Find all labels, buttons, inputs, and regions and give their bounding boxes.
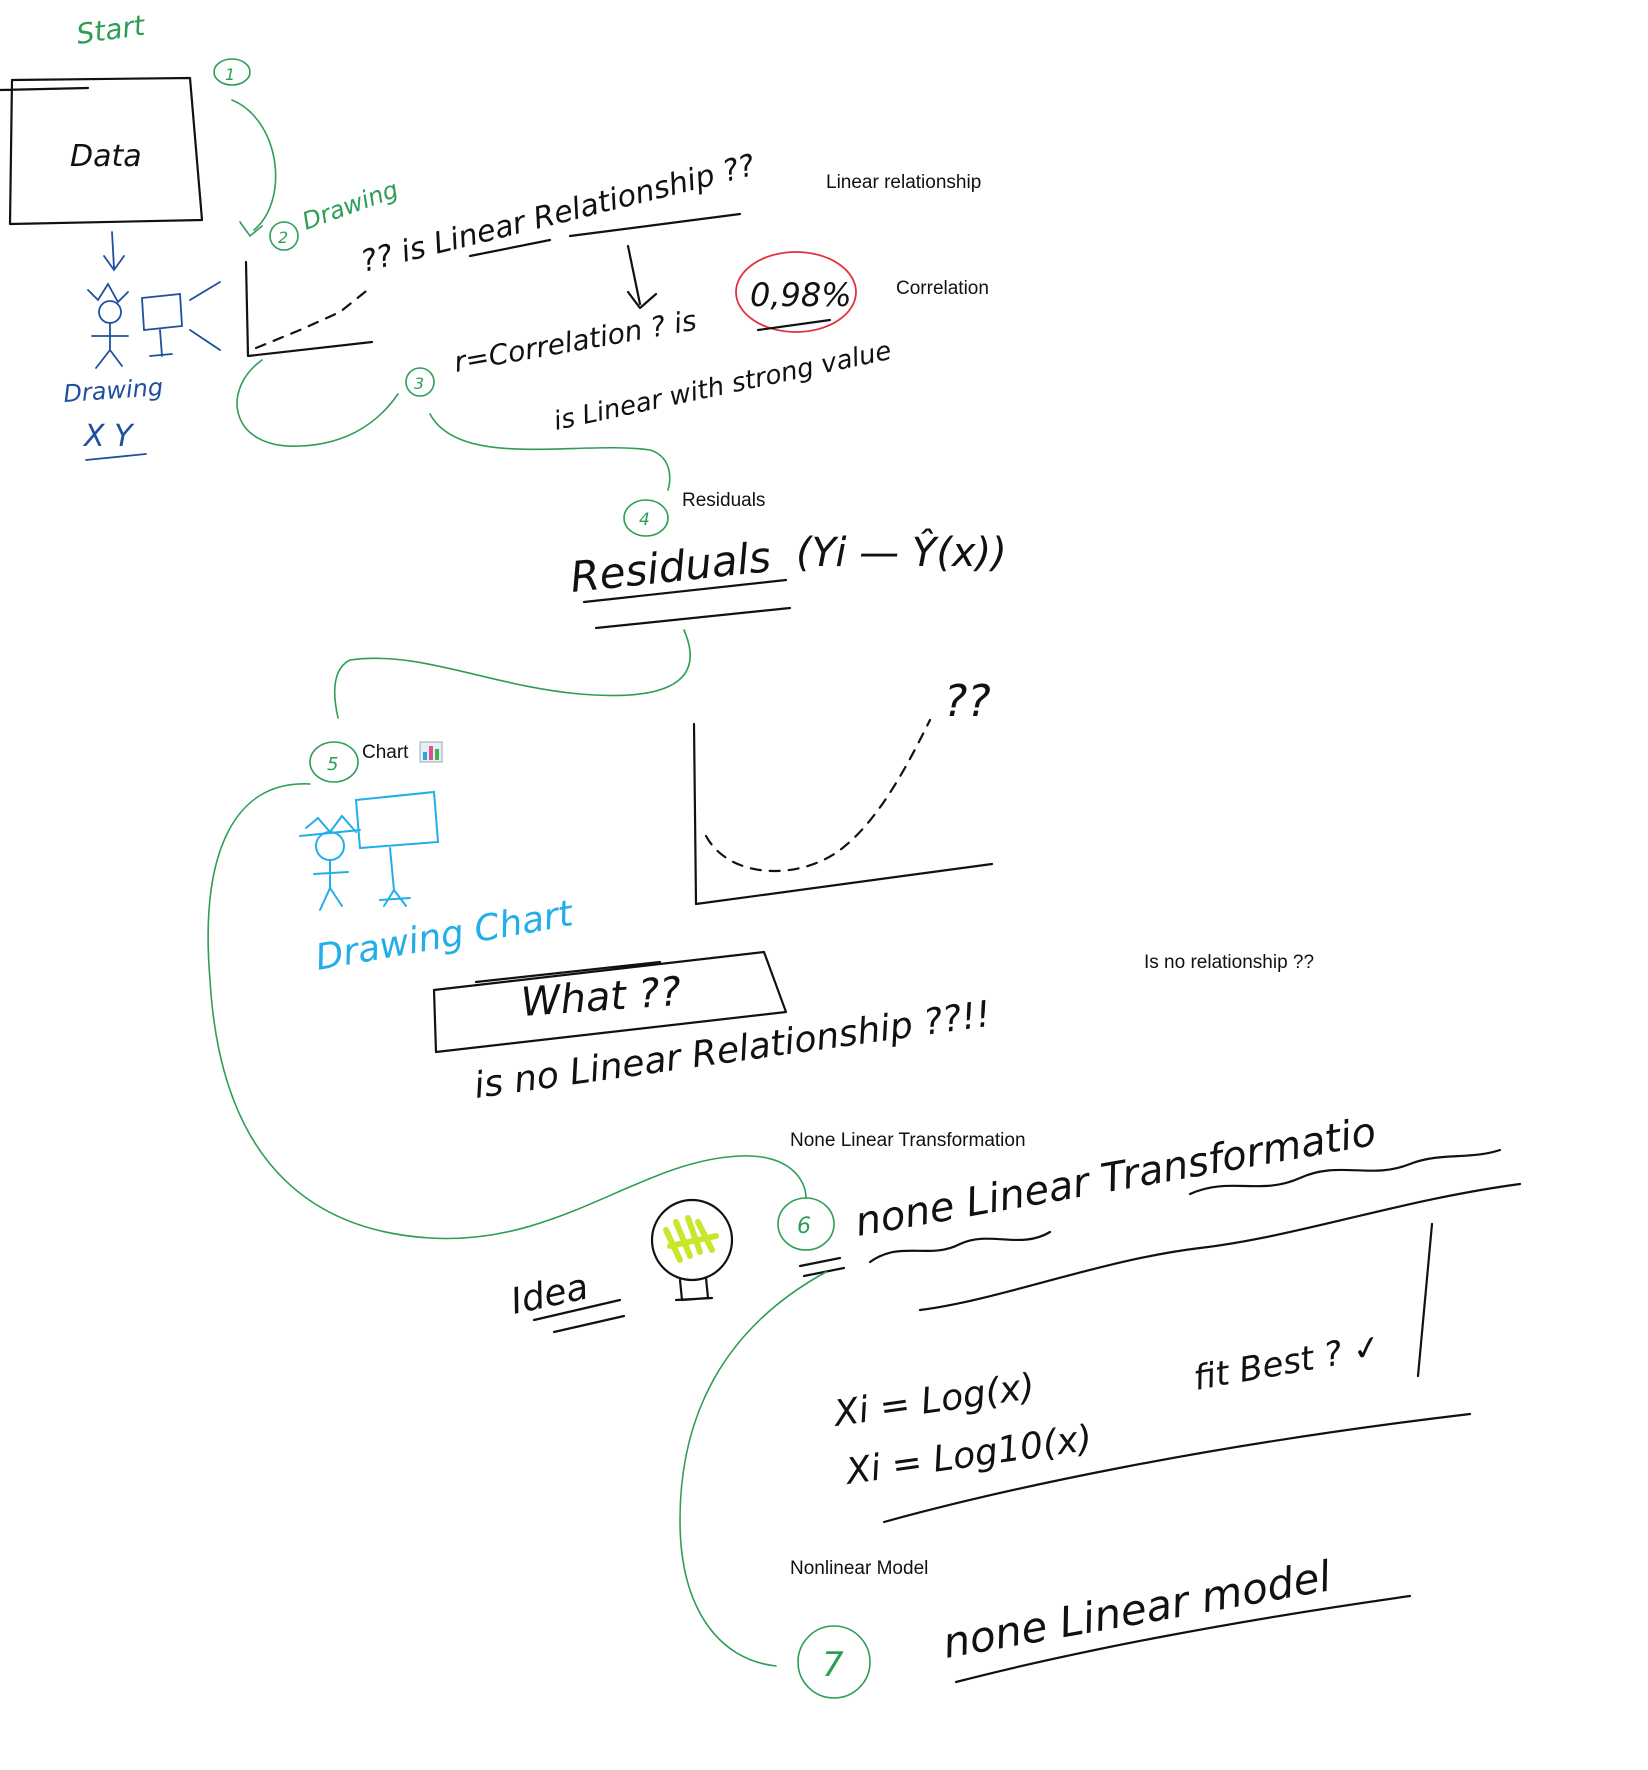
connector-1-2	[231, 99, 277, 238]
step-1-circle: 1	[213, 58, 251, 86]
small-chart-trend	[254, 286, 372, 350]
step-5-circle: 5	[309, 741, 359, 783]
connector-4-5	[333, 629, 691, 719]
residuals-underline-1	[582, 578, 788, 604]
label-model: Nonlinear Model	[790, 1558, 928, 1579]
connector-3-4	[429, 413, 671, 491]
bar-chart-icon	[419, 741, 443, 763]
start-label: Start	[74, 9, 147, 51]
down-arrow	[103, 231, 125, 272]
connector-5-6	[207, 783, 807, 1240]
model-handwriting: none Linear model	[939, 1551, 1335, 1668]
label-residuals: Residuals	[682, 490, 765, 511]
label-no-relationship: Is no relationship ??	[1144, 952, 1314, 973]
question-linear: ?? is Linear Relationship ??	[357, 148, 758, 280]
idea-underline	[532, 1298, 626, 1334]
double-dash	[798, 1256, 846, 1278]
drawing-label-green: Drawing	[298, 175, 401, 235]
connector-6-7	[679, 1271, 827, 1667]
xy-underline	[85, 453, 147, 461]
svg-text:6: 6	[797, 1214, 811, 1239]
step-3-circle: 3	[405, 367, 435, 397]
light-bulb-icon	[650, 1198, 734, 1302]
cyan-stick-figure	[299, 790, 440, 911]
log-formula-2: Xi = Log10(x)	[842, 1418, 1095, 1493]
residuals-underline-2	[594, 606, 792, 630]
data-label: Data	[70, 139, 142, 174]
drawing-label-blue: Drawing	[62, 373, 164, 408]
step-6-circle: 6	[777, 1197, 835, 1251]
label-linear: Linear relationship	[826, 172, 981, 193]
label-transformation: None Linear Transformation	[790, 1130, 1026, 1151]
wavy-underline-2	[1188, 1148, 1502, 1196]
linear-underline-2	[568, 212, 742, 238]
step-4-circle: 4	[623, 499, 669, 537]
fit-best: fit Best ? ✓	[1191, 1327, 1385, 1399]
value-underline	[756, 318, 832, 332]
divider-2	[882, 1412, 1472, 1524]
wavy-underline-1	[868, 1230, 1052, 1264]
idea-handwriting: Idea	[507, 1267, 592, 1323]
drawing-chart: Drawing Chart	[312, 893, 577, 979]
arrow-to-correlation	[626, 244, 658, 310]
label-correlation: Correlation	[896, 278, 989, 299]
vertical-bar	[1416, 1222, 1434, 1378]
blue-stick-figure	[87, 281, 221, 369]
svg-text:5: 5	[327, 754, 338, 775]
divider-1	[918, 1182, 1522, 1312]
small-chart-axes	[244, 260, 374, 358]
data-box	[0, 76, 204, 226]
r-correlation: r=Correlation ? is	[451, 304, 699, 379]
big-chart-axes	[692, 722, 994, 906]
step-7-circle: 7	[797, 1625, 871, 1699]
model-underline	[954, 1594, 1412, 1684]
correlation-circle	[735, 251, 857, 333]
svg-text:1: 1	[225, 65, 235, 84]
connector-2-3	[236, 359, 399, 447]
svg-text:2: 2	[278, 228, 288, 247]
linear-underline-1	[468, 238, 552, 258]
log-formula-1: Xi = Log(x)	[830, 1366, 1038, 1435]
what-box	[432, 950, 788, 1054]
correlation-value: 0,98%	[750, 276, 852, 314]
residual-formula: (Yi — Ŷ(x))	[796, 527, 1007, 576]
svg-text:4: 4	[639, 510, 650, 530]
what-handwriting: What ??	[519, 969, 682, 1026]
big-chart-curve	[704, 718, 932, 873]
chart-question: ??	[944, 676, 991, 727]
step-2-circle: 2	[269, 221, 299, 251]
xy-label: X Y	[82, 419, 135, 454]
svg-text:3: 3	[414, 374, 424, 393]
label-chart: Chart	[362, 742, 409, 763]
svg-text:7: 7	[822, 1645, 844, 1685]
